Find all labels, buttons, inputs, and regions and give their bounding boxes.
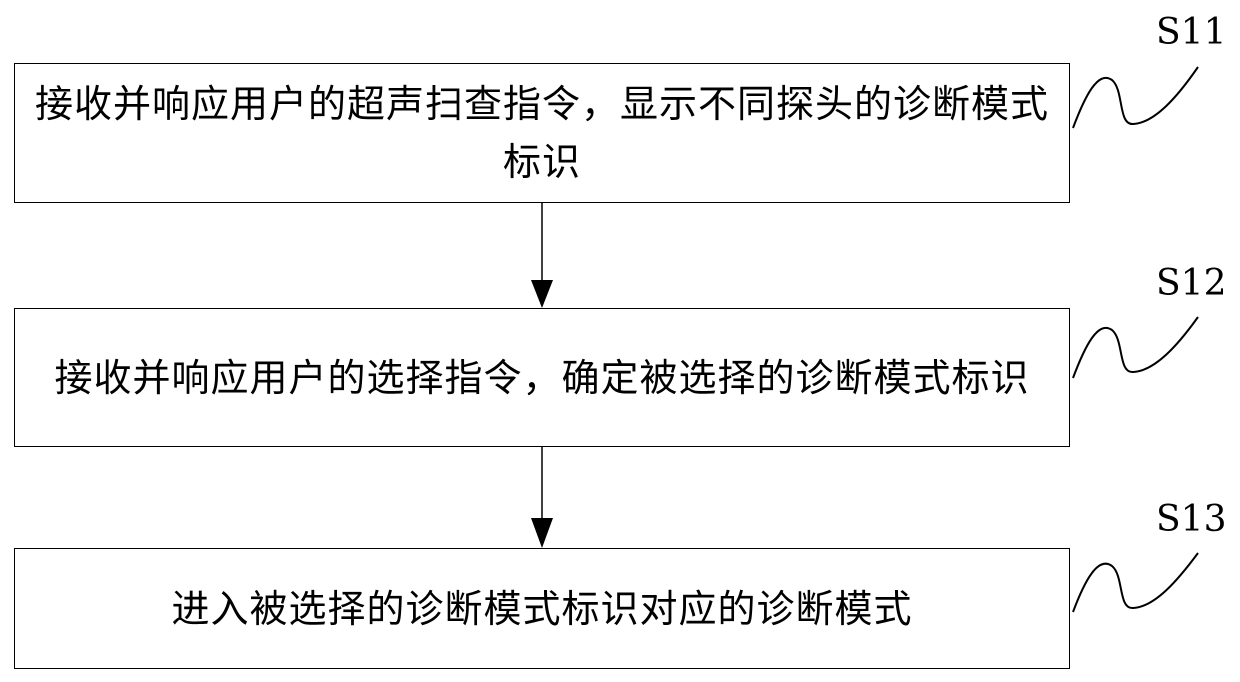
step-box-s13: 进入被选择的诊断模式标识对应的诊断模式 <box>14 548 1070 669</box>
leader-line-s11 <box>1073 67 1198 128</box>
step-text-s12: 接收并响应用户的选择指令，确定被选择的诊断模式标识 <box>34 349 1049 407</box>
step-text-s11: 接收并响应用户的超声扫查指令，显示不同探头的诊断模式标识 <box>15 75 1069 191</box>
step-label-s13: S13 <box>1156 500 1226 540</box>
leader-line-s12 <box>1073 317 1198 378</box>
arrow-s11-to-s12 <box>531 203 553 308</box>
step-label-s12: S12 <box>1156 264 1226 304</box>
step-box-s11: 接收并响应用户的超声扫查指令，显示不同探头的诊断模式标识 <box>14 63 1070 203</box>
step-label-s11: S11 <box>1156 13 1226 53</box>
step-text-s13: 进入被选择的诊断模式标识对应的诊断模式 <box>151 580 932 638</box>
arrow-s12-to-s13 <box>531 447 553 548</box>
step-box-s12: 接收并响应用户的选择指令，确定被选择的诊断模式标识 <box>14 308 1070 447</box>
leader-line-s13 <box>1073 553 1198 612</box>
